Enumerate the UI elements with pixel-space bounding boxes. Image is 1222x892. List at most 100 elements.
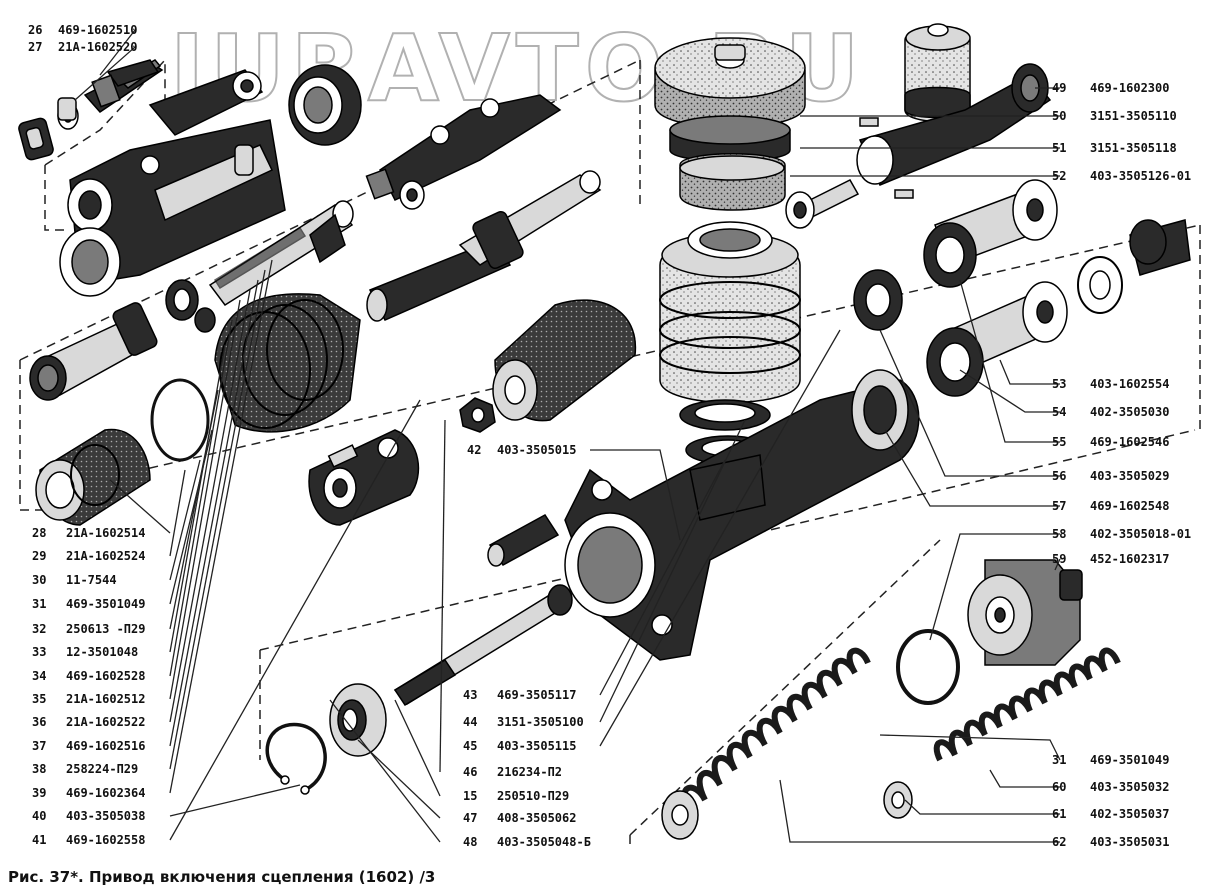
label-num: 36 [32,715,46,729]
plug-fitting [967,559,1083,666]
label-code: 403-3505032 [1090,780,1169,794]
label-code: 21А-1602514 [66,526,145,540]
label-code: 469-1602300 [1090,81,1169,95]
label-num: 39 [32,786,46,800]
label-code: 403-3505126-01 [1090,169,1191,183]
label-num: 58 [1052,527,1066,541]
spring-60 [933,647,1121,762]
bleeder-valve [57,59,160,121]
label-code: 469-1602528 [66,669,145,683]
label-code: 403-3505031 [1090,835,1169,849]
clevis-yoke [308,429,420,526]
label-code: 403-1602554 [1090,377,1169,391]
label-code: 469-1602516 [66,739,145,753]
label-code: 469-1602364 [66,786,145,800]
washer-47 [329,683,387,757]
label-code: 21А-1602524 [66,549,145,563]
label-code: 403-3505038 [66,809,145,823]
reservoir-cap [654,37,806,129]
flange-tube-lower [926,281,1068,397]
label-num: 37 [32,739,46,753]
label-code: 469-1602558 [66,833,145,847]
master-cylinder-body [564,369,920,661]
label-num: 48 [463,835,477,849]
label-code: 469-1602548 [1090,499,1169,513]
labels-bottom-center: 43 469-3505117 44 3151-3505100 45 403-35… [463,688,591,849]
label-code: 258224-П29 [66,762,138,776]
push-rod-long [393,584,573,707]
labels-top-left: 26 469-1602510 27 21А-1602520 [28,23,137,54]
reservoir-rings [669,115,791,211]
label-code: 250510-П29 [497,789,569,803]
label-code: 216234-П2 [497,765,562,779]
label-num: 26 [28,23,42,37]
label-num: 35 [32,692,46,706]
label-code: 403-3505029 [1090,469,1169,483]
label-code: 11-7544 [66,573,117,587]
spring-seat-61 [883,781,913,819]
label-num: 57 [1052,499,1066,513]
label-num: 49 [1052,81,1066,95]
conical-boot [492,299,637,422]
label-code: 403-3505015 [497,443,576,457]
plunger-left [29,302,158,401]
label-num: 61 [1052,807,1066,821]
label-code: 452-1602317 [1090,552,1169,566]
label-code: 408-3505062 [497,811,576,825]
label-code: 3151-3505100 [497,715,584,729]
clevis-upper [365,94,562,210]
label-num: 38 [32,762,46,776]
master-rod [366,170,602,322]
seal-ring-top [288,64,362,146]
label-code: 403-3505115 [497,739,576,753]
cup-seals [165,279,216,333]
snap-ring-left [150,378,210,462]
label-num: 31 [1052,753,1066,767]
label-num: 53 [1052,377,1066,391]
label-code: 403-3505048-Б [497,835,591,849]
o-ring-58 [896,629,960,705]
label-num: 50 [1052,109,1066,123]
label-code: 402-3505030 [1090,405,1169,419]
label-num: 27 [28,40,42,54]
label-num: 59 [1052,552,1066,566]
label-num: 55 [1052,435,1066,449]
label-code: 469-3501049 [1090,753,1169,767]
labels-center: 42 403-3505015 [467,443,576,457]
label-num: 33 [32,645,46,659]
label-code: 21А-1602522 [66,715,145,729]
label-num: 62 [1052,835,1066,849]
label-code: 3151-3505118 [1090,141,1177,155]
label-num: 15 [463,789,477,803]
slave-cylinder-upper [856,63,1052,199]
label-code: 469-3505117 [497,688,576,702]
label-code: 21А-1602520 [58,40,137,54]
reservoir-body [659,221,801,404]
label-num: 45 [463,739,477,753]
label-num: 32 [32,622,46,636]
label-num: 34 [32,669,46,683]
seal-rings-right [853,219,1191,331]
boot-cap-left [35,428,151,526]
label-num: 46 [463,765,477,779]
label-num: 29 [32,549,46,563]
label-num: 31 [32,597,46,611]
labels-right-top: 49 469-1602300 50 3151-3505110 51 3151-3… [1052,81,1191,183]
label-num: 60 [1052,780,1066,794]
label-num: 43 [463,688,477,702]
pushrod-fork-right [785,179,860,229]
label-num: 28 [32,526,46,540]
label-num: 44 [463,715,477,729]
label-code: 469-1602546 [1090,435,1169,449]
label-num: 54 [1052,405,1066,419]
label-code: 21А-1602512 [66,692,145,706]
label-num: 51 [1052,141,1066,155]
spring-62 [661,647,871,840]
labels-left: 28 21А-1602514 29 21А-1602524 30 11-7544… [32,526,145,847]
label-num: 41 [32,833,46,847]
dust-boot-left [214,293,361,433]
circlip-40 [265,722,327,795]
stud [487,514,560,567]
label-code: 3151-3505110 [1090,109,1177,123]
